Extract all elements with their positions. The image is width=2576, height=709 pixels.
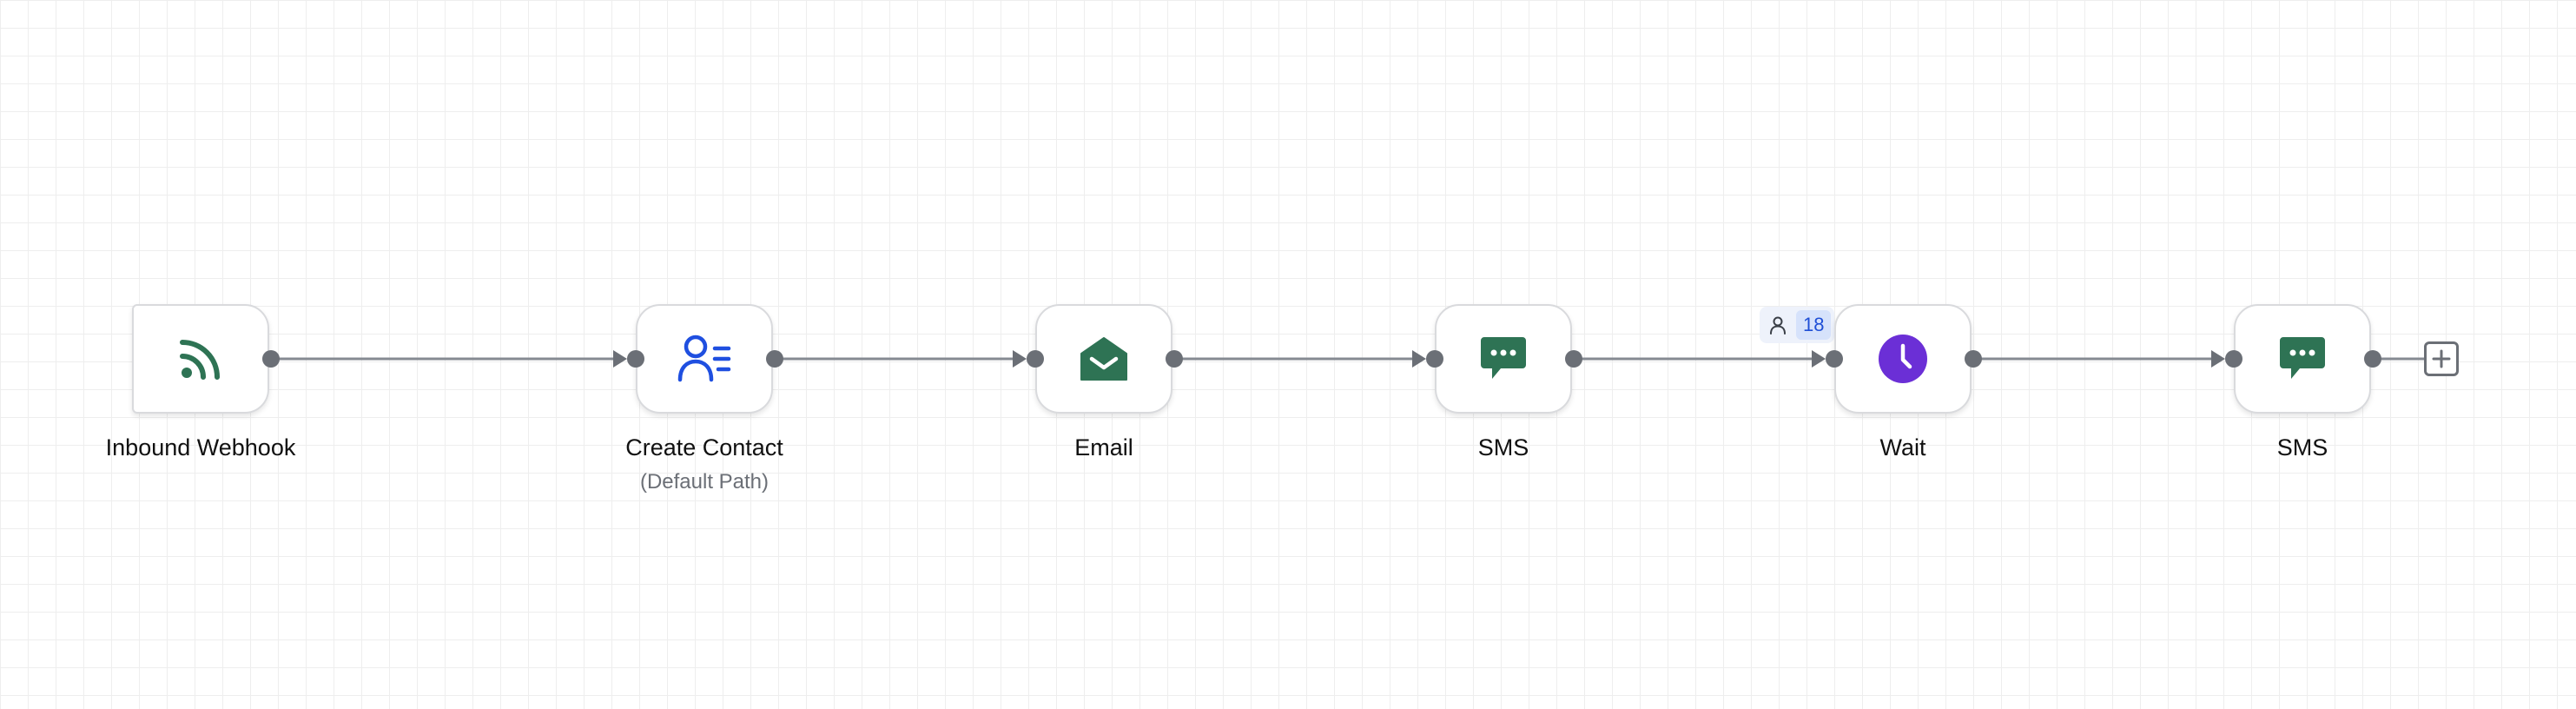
plus-icon — [2432, 349, 2451, 368]
node-output-handle[interactable] — [766, 350, 783, 368]
node-output-handle[interactable] — [1965, 350, 1982, 368]
contact-count-badge[interactable]: 18 — [1760, 307, 1835, 343]
node-input-handle[interactable] — [627, 350, 644, 368]
clock-icon — [1875, 331, 1931, 387]
node-output-handle[interactable] — [1565, 350, 1582, 368]
edge-arrowhead — [1412, 350, 1426, 368]
contact-count: 18 — [1796, 310, 1832, 340]
envelope-open-icon — [1076, 331, 1132, 387]
node-sms-2[interactable] — [2234, 304, 2371, 414]
node-label: Create Contact — [625, 434, 783, 461]
chat-bubble-icon — [1476, 331, 1531, 387]
node-output-handle[interactable] — [2364, 350, 2381, 368]
edge-arrowhead — [1013, 350, 1027, 368]
edge-arrowhead — [613, 350, 627, 368]
node-label: SMS — [2276, 434, 2328, 461]
node-input-handle[interactable] — [1826, 350, 1843, 368]
node-create-contact[interactable] — [636, 304, 773, 414]
node-output-handle[interactable] — [262, 350, 280, 368]
node-label: Wait — [1879, 434, 1926, 461]
node-label: Inbound Webhook — [105, 434, 296, 461]
node-label: SMS — [1477, 434, 1529, 461]
node-sms[interactable] — [1435, 304, 1572, 414]
node-email[interactable] — [1035, 304, 1172, 414]
rss-icon — [173, 331, 228, 387]
contact-icon — [677, 331, 732, 387]
user-icon — [1767, 314, 1789, 336]
edge-arrowhead — [2211, 350, 2225, 368]
edge-arrowhead — [1812, 350, 1826, 368]
node-input-handle[interactable] — [2225, 350, 2242, 368]
chat-bubble-icon — [2275, 331, 2330, 387]
node-wait[interactable] — [1834, 304, 1972, 414]
node-input-handle[interactable] — [1027, 350, 1044, 368]
node-output-handle[interactable] — [1166, 350, 1183, 368]
add-step-button[interactable] — [2424, 341, 2459, 376]
node-input-handle[interactable] — [1426, 350, 1443, 368]
node-label: Email — [1074, 434, 1133, 461]
node-sublabel: (Default Path) — [639, 470, 769, 494]
node-inbound-webhook[interactable] — [132, 304, 269, 414]
